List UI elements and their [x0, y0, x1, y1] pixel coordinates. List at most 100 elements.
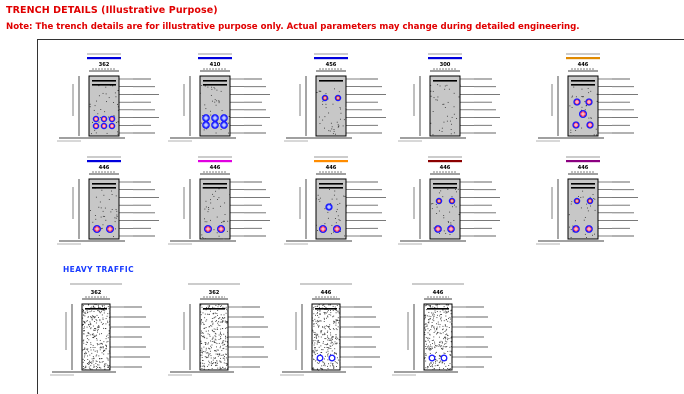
- fill-grain: [339, 328, 341, 329]
- fill-grain: [214, 101, 216, 103]
- fill-grain: [338, 307, 340, 309]
- fill-grain: [107, 359, 109, 361]
- fill-grain: [102, 347, 104, 349]
- fill-grain: [227, 356, 229, 358]
- fill-grain: [314, 342, 316, 344]
- fill-grain: [227, 359, 229, 361]
- fill-grain: [336, 304, 338, 306]
- trench-body: [315, 75, 347, 137]
- fill-grain: [316, 368, 318, 370]
- fill-grain: [444, 343, 445, 345]
- fill-grain: [444, 310, 446, 312]
- fill-grain: [92, 325, 94, 327]
- fill-grain: [222, 320, 224, 322]
- fill-grain: [326, 344, 327, 346]
- fill-grain: [333, 367, 335, 369]
- fill-grain: [321, 349, 323, 351]
- fill-grain: [108, 116, 110, 118]
- fill-grain: [208, 362, 210, 364]
- fill-grain: [216, 327, 218, 329]
- fill-grain: [443, 363, 445, 365]
- fill-grain: [107, 306, 109, 308]
- fill-grain: [201, 85, 203, 87]
- fill-grain: [433, 316, 435, 318]
- fill-grain: [437, 96, 439, 98]
- fill-grain: [217, 367, 219, 369]
- fill-grain: [319, 197, 321, 199]
- fill-grain: [87, 316, 89, 318]
- fill-grain: [204, 104, 206, 106]
- fill-grain: [446, 341, 448, 343]
- fill-grain: [215, 339, 217, 341]
- fill-grain: [435, 333, 437, 335]
- fill-grain: [93, 109, 95, 111]
- fill-grain: [210, 219, 211, 221]
- fill-grain: [426, 348, 427, 350]
- fill-grain: [204, 337, 206, 339]
- fill-grain: [203, 324, 205, 326]
- fill-grain: [222, 320, 224, 321]
- fill-grain: [586, 104, 587, 106]
- fill-grain: [317, 194, 319, 196]
- trench-section-t7: 446: [168, 156, 270, 245]
- fill-grain: [92, 337, 94, 338]
- fill-grain: [216, 100, 218, 102]
- fill-grain: [584, 216, 586, 218]
- fill-grain: [327, 217, 329, 219]
- fill-grain: [224, 344, 226, 346]
- fill-grain: [332, 365, 334, 367]
- fill-grain: [87, 342, 88, 344]
- fill-grain: [85, 320, 87, 322]
- fill-grain: [586, 207, 588, 209]
- fill-grain: [218, 100, 220, 102]
- fill-grain: [106, 341, 108, 343]
- fill-grain: [450, 337, 452, 339]
- fill-grain: [208, 368, 210, 370]
- fill-grain: [448, 88, 450, 90]
- fill-grain: [320, 336, 322, 338]
- fill-grain: [434, 346, 436, 348]
- fill-grain: [442, 338, 444, 340]
- fill-grain: [316, 334, 318, 335]
- fill-grain: [432, 306, 434, 308]
- fill-grain: [215, 333, 217, 335]
- fill-grain: [317, 341, 319, 343]
- fill-grain: [101, 358, 103, 359]
- fill-grain: [226, 363, 228, 365]
- fill-grain: [200, 321, 202, 323]
- fill-grain: [211, 340, 213, 342]
- fill-grain: [205, 349, 207, 351]
- fill-grain: [334, 88, 335, 90]
- width-dimension-label: 410: [210, 62, 221, 68]
- fill-grain: [220, 333, 221, 335]
- fill-grain: [90, 317, 92, 319]
- fill-grain: [431, 326, 433, 328]
- fill-grain: [200, 311, 202, 313]
- fill-grain: [315, 314, 316, 316]
- trench-body: [199, 303, 229, 371]
- fill-grain: [215, 362, 216, 364]
- fill-grain: [101, 343, 103, 345]
- fill-grain: [324, 363, 326, 365]
- fill-grain: [99, 116, 101, 118]
- fill-grain: [595, 128, 597, 130]
- fill-grain: [442, 309, 444, 311]
- fill-grain: [99, 310, 100, 312]
- fill-grain: [208, 347, 210, 349]
- fill-grain: [439, 326, 441, 328]
- fill-grain: [203, 323, 205, 325]
- fill-grain: [100, 358, 102, 360]
- fill-grain: [334, 352, 336, 354]
- fill-grain: [92, 344, 94, 346]
- warning-tape: [92, 187, 116, 189]
- fill-grain: [439, 315, 441, 317]
- fill-grain: [218, 102, 220, 104]
- fill-grain: [225, 312, 227, 314]
- fill-grain: [220, 357, 221, 359]
- fill-grain: [96, 354, 98, 356]
- fill-grain: [433, 314, 435, 316]
- fill-grain: [210, 364, 212, 366]
- fill-grain: [453, 220, 455, 222]
- fill-grain: [208, 364, 210, 366]
- fill-grain: [220, 90, 222, 92]
